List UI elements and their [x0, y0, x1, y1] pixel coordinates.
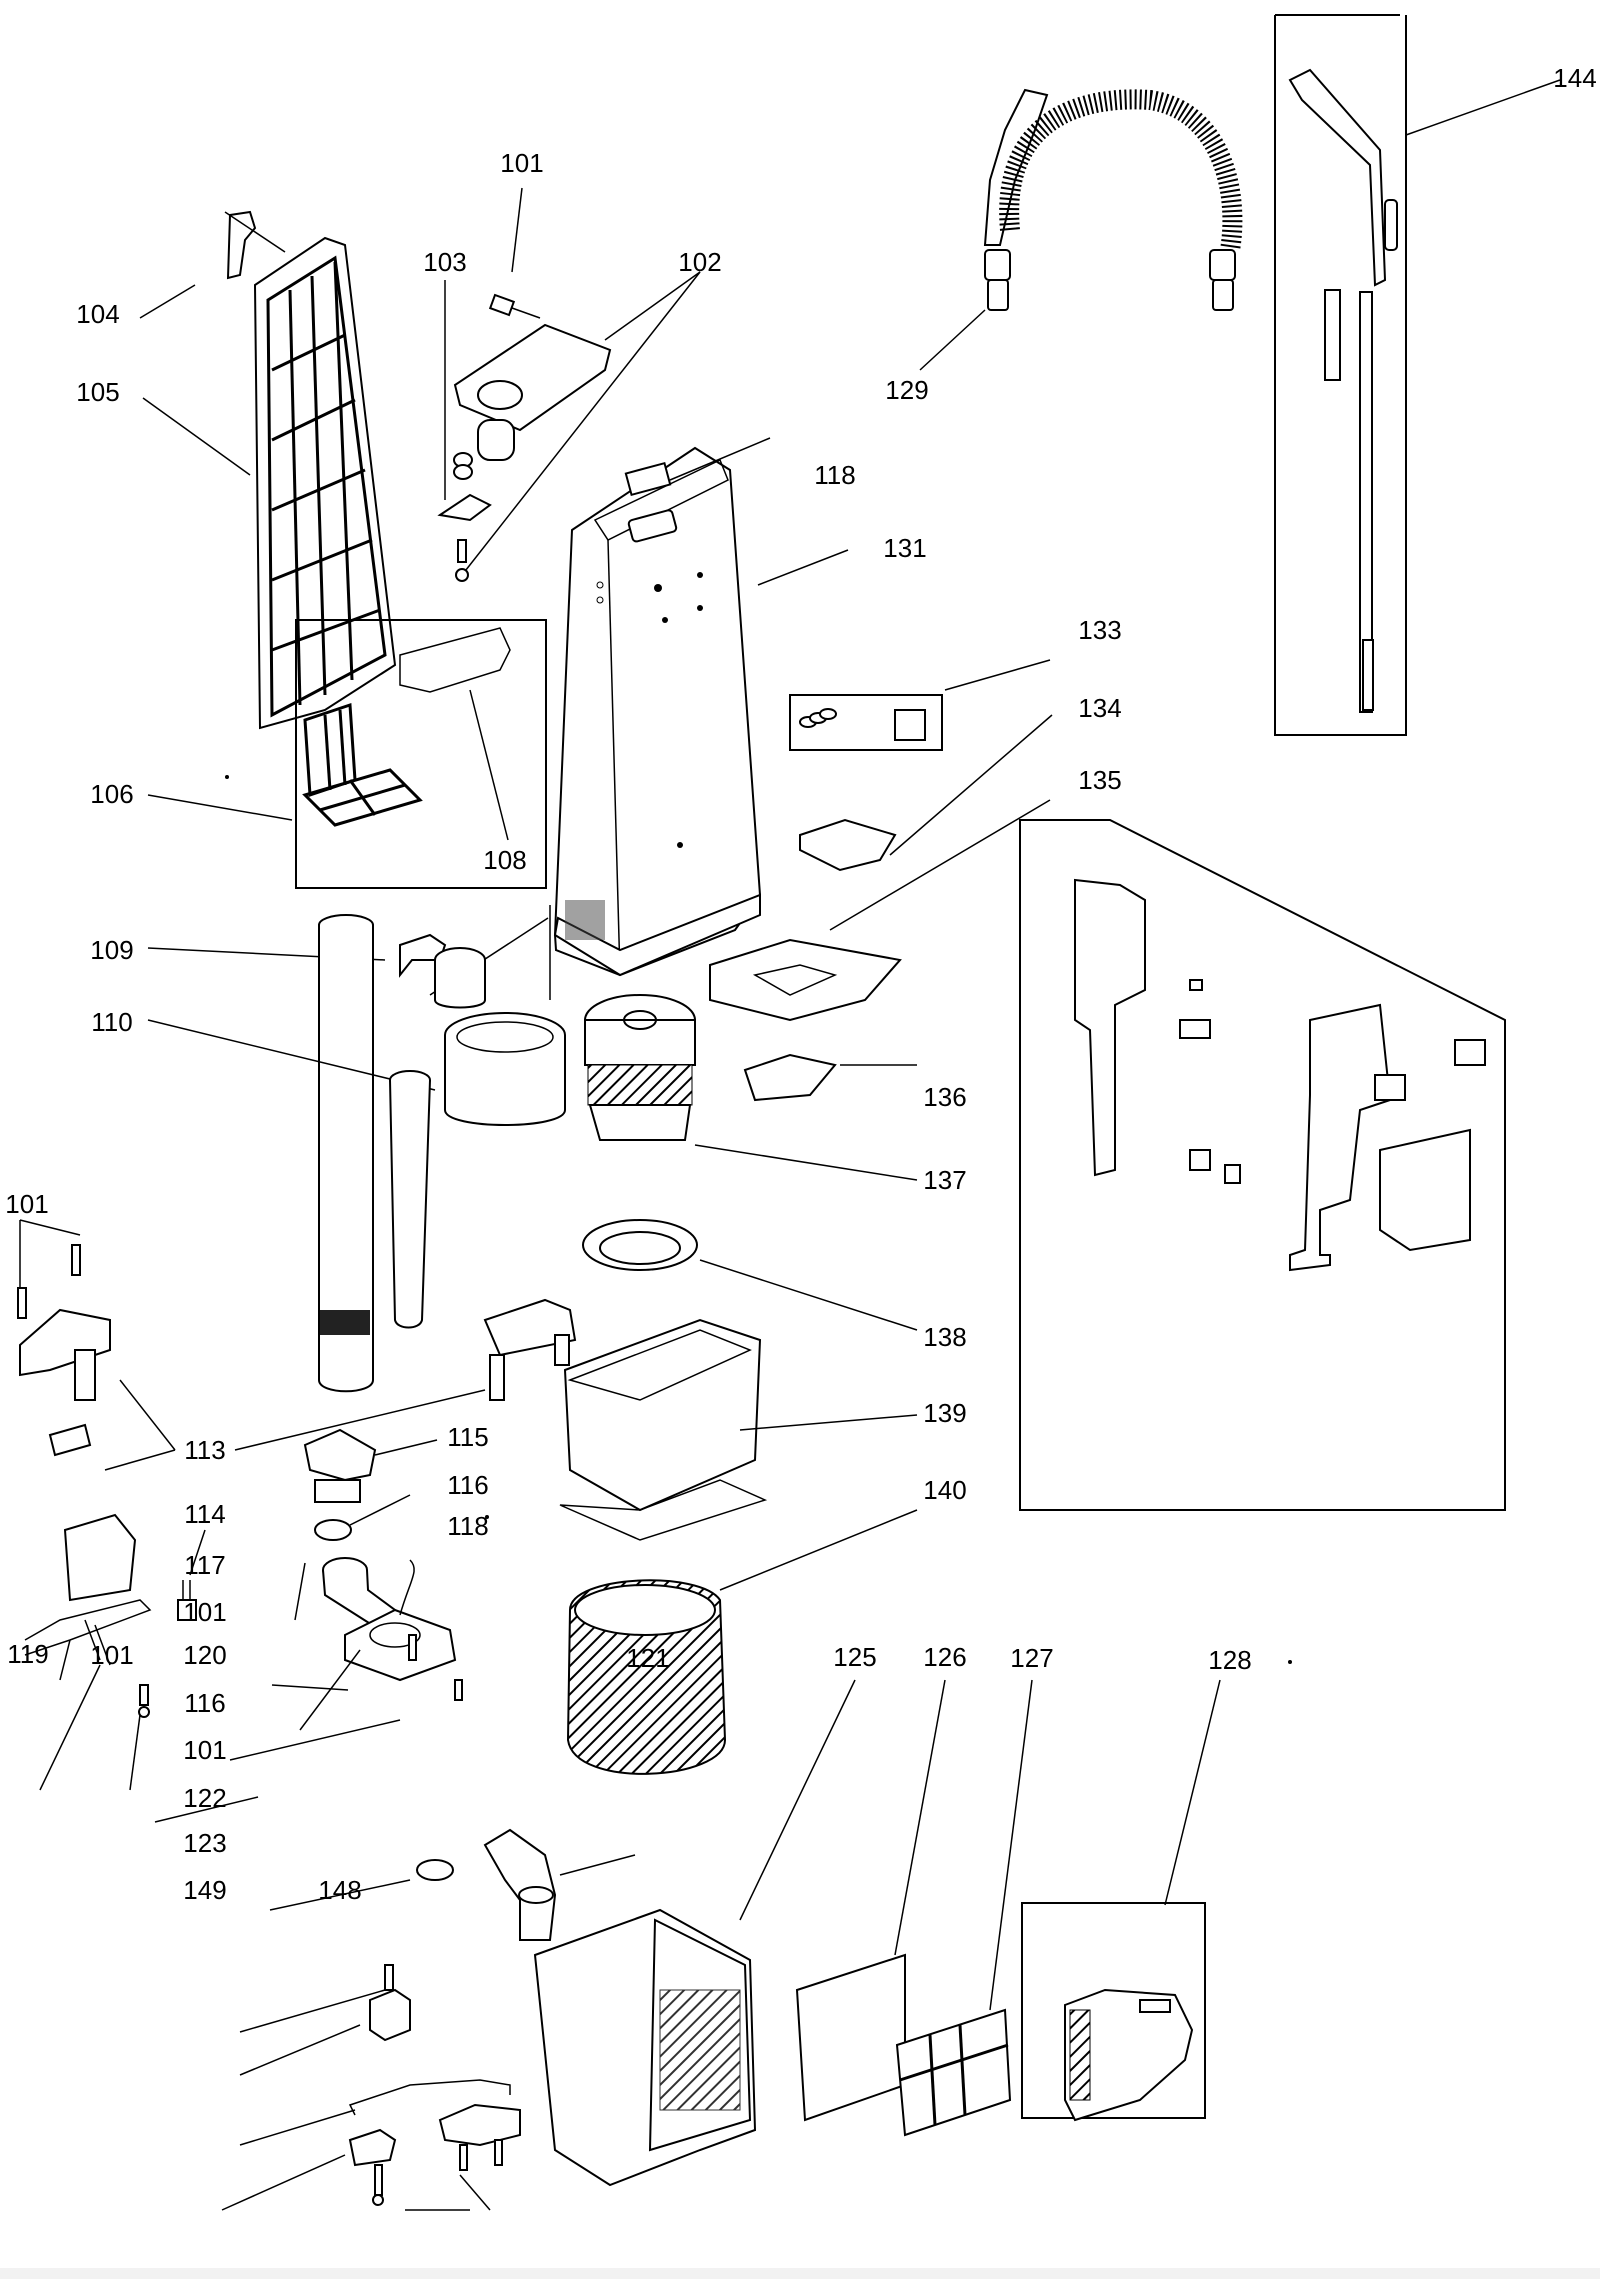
part-134-filter [799, 714, 1053, 872]
callout-137: 137 [923, 1165, 967, 1195]
callout-116: 116 [184, 1688, 226, 1718]
part-116-oring-bottom [269, 1859, 454, 1911]
callout-101: 101 [183, 1735, 227, 1765]
callout-118: 118 [814, 460, 856, 490]
callout-134: 134 [1078, 693, 1122, 723]
callout-105: 105 [76, 377, 120, 407]
callout-149: 149 [183, 1875, 227, 1905]
scatter-dots [225, 775, 1292, 1664]
callout-148: 148 [318, 1875, 362, 1905]
callout-101: 101 [5, 1189, 49, 1219]
callout-131: 131 [883, 533, 927, 563]
part-135-pad [709, 799, 1051, 1022]
part-109-clip [147, 933, 486, 1009]
callout-123: 123 [183, 1828, 227, 1858]
part-131-main-body [429, 437, 849, 1000]
part-wand-tube [318, 914, 374, 1393]
callout-133: 133 [1078, 615, 1122, 645]
callout-138: 138 [923, 1322, 967, 1352]
part-129-hose [919, 88, 1243, 371]
part-113-bracket [17, 1219, 176, 1471]
callout-126: 126 [923, 1642, 967, 1672]
inset-106-108 [147, 619, 547, 889]
part-122 [239, 1964, 411, 2076]
callout-109: 109 [90, 935, 134, 965]
callout-103: 103 [423, 247, 467, 277]
part-126-sheet [795, 1679, 946, 2122]
part-137-motor [584, 994, 918, 1181]
part-110-ring [147, 1012, 566, 1126]
callout-127: 127 [1010, 1643, 1054, 1673]
part-127-filter-grid [895, 1679, 1033, 2137]
callout-101: 101 [90, 1640, 134, 1670]
part-screws-118 [229, 1562, 463, 1761]
part-115 [303, 1428, 438, 1503]
callout-121: 121 [626, 1643, 670, 1673]
part-113-bracket-right [234, 1298, 577, 1451]
callout-129: 129 [885, 375, 929, 405]
callout-120: 120 [183, 1640, 227, 1670]
callout-101: 101 [183, 1597, 227, 1627]
callout-122: 122 [183, 1783, 227, 1813]
part-116-oring-top [314, 1494, 411, 1541]
part-102-cover [453, 187, 701, 576]
callout-128: 128 [1208, 1645, 1252, 1675]
callout-119: 119 [7, 1639, 49, 1669]
part-103-valve [437, 280, 492, 582]
callout-136: 136 [923, 1082, 967, 1112]
callout-104: 104 [76, 299, 120, 329]
callout-135: 135 [1078, 765, 1122, 795]
inset-144-handle [1274, 14, 1561, 736]
part-121-elbow [483, 1828, 636, 1941]
part-119-switch [24, 1513, 152, 1791]
part-138-ring [582, 1219, 918, 1331]
inset-handle-electrical [1019, 819, 1506, 1511]
callout-113: 113 [184, 1435, 226, 1465]
part-149-148-latch [221, 2103, 521, 2211]
callout-144: 144 [1553, 63, 1597, 93]
callout-101: 101 [500, 148, 544, 178]
part-139-bin [559, 1318, 918, 1541]
callout-118: 118 [447, 1511, 489, 1541]
part-104-clip [139, 210, 286, 319]
part-125-dust-bin [533, 1679, 856, 2187]
part-140-filter [566, 1509, 918, 1775]
callout-116: 116 [447, 1470, 489, 1500]
bottom-edge-strip [0, 2268, 1600, 2279]
callout-102: 102 [678, 247, 722, 277]
part-114-connector [177, 1529, 206, 1621]
callout-140: 140 [923, 1475, 967, 1505]
callout-108: 108 [483, 845, 527, 875]
part-crevice-tool [389, 1070, 431, 1329]
callout-106: 106 [90, 779, 134, 809]
callout-114: 114 [184, 1499, 226, 1529]
part-136-frame [743, 1053, 917, 1102]
part-105-filter-frame [142, 236, 397, 730]
callout-117: 117 [184, 1550, 226, 1580]
inset-128-cover [1021, 1679, 1221, 2122]
callout-125: 125 [833, 1642, 877, 1672]
part-123-rod [239, 2079, 511, 2146]
callout-139: 139 [923, 1398, 967, 1428]
part-120-housing [154, 1559, 457, 1823]
inset-133 [789, 659, 1051, 751]
callout-115: 115 [447, 1422, 489, 1452]
callout-110: 110 [91, 1007, 133, 1037]
